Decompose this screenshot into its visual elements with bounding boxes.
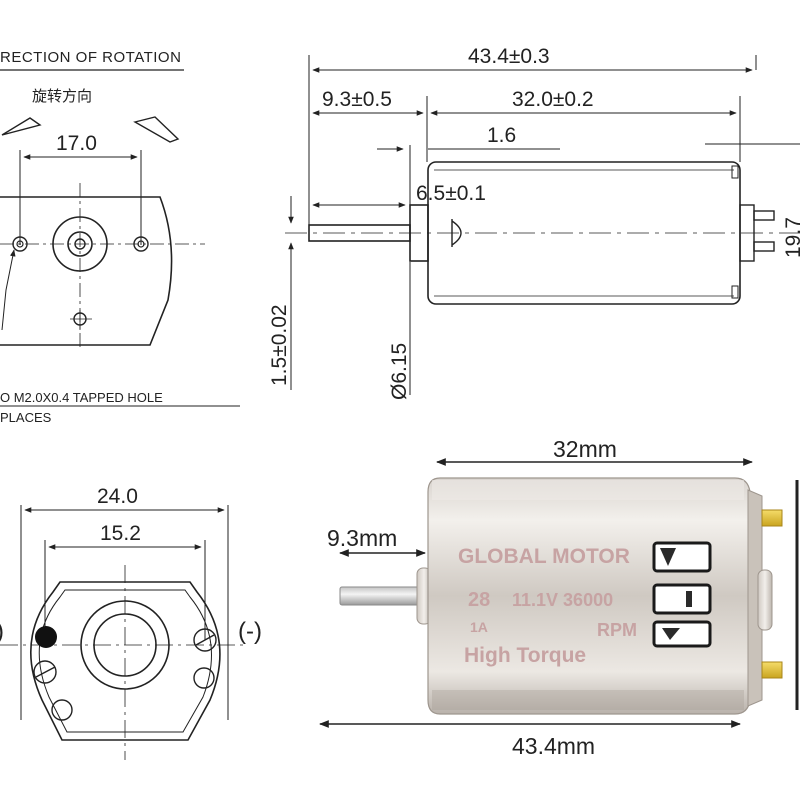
shaft-diameter-dim: 1.5±0.02 (268, 304, 291, 386)
photo-unit-a: 1A (470, 619, 488, 635)
positive-terminal-dot (35, 626, 57, 648)
body-length-dim: 32.0±0.2 (512, 88, 594, 111)
boss-dim: 1.6 (487, 124, 516, 147)
tapped-hole-right (133, 236, 149, 252)
end-view-width-dim: 17.0 (56, 132, 97, 155)
photo-shaft-length: 9.3mm (327, 525, 397, 551)
photo-motor-can (427, 477, 751, 715)
photo-model: 28 (468, 589, 490, 611)
rotation-label: RECTION OF ROTATION (0, 49, 181, 66)
photo-terminal-bottom (761, 661, 783, 679)
rotation-label-cn: 旋转方向 (32, 87, 92, 105)
negative-label: (-) (238, 618, 262, 645)
hole-spacing-dim: 15.2 (100, 522, 141, 545)
endcap-outline (0, 196, 173, 346)
positive-label: ) (0, 618, 4, 645)
overall-length-dim: 43.4±0.3 (468, 45, 550, 68)
bearing-boss (52, 216, 108, 272)
rotation-arrow-left-icon (1, 117, 42, 136)
rear-view-drawing: 24.0 15.2 ) (-) (0, 485, 262, 760)
tapped-hole-left (12, 236, 28, 252)
side-view-drawing: 43.4±0.3 9.3±0.5 32.0±0.2 1.6 6.5±0.1 (268, 45, 800, 400)
photo-overall-length: 43.4mm (512, 733, 595, 759)
photo-terminal-top (761, 509, 783, 527)
rotation-arrow-right-icon (133, 116, 180, 143)
motor-photo: 32mm 9.3mm 43.4mm GLOBAL MOTOR 28 11. (319, 436, 799, 759)
shaft-length-dim: 9.3±0.5 (322, 88, 392, 111)
photo-body-length: 32mm (553, 436, 617, 462)
tapped-hole-note: O M2.0X0.4 TAPPED HOLE (0, 390, 163, 405)
rear-cap-outline (30, 581, 221, 741)
boss-diameter-dim: Ø6.15 (388, 343, 411, 400)
rear-bearing-ring (80, 600, 170, 690)
photo-tagline: High Torque (464, 644, 586, 667)
places-note: PLACES (0, 410, 52, 425)
photo-brand: GLOBAL MOTOR (458, 545, 630, 568)
end-view-drawing: RECTION OF ROTATION 旋转方向 17.0 O M2.0X (0, 49, 240, 425)
rear-width-dim: 24.0 (97, 485, 138, 508)
photo-shaft (339, 586, 426, 606)
photo-unit-b: RPM (597, 620, 637, 640)
boss-length-dim: 6.5±0.1 (416, 182, 486, 205)
height-dim: 19.7 (782, 217, 800, 258)
photo-spec: 11.1V 36000 (512, 590, 613, 610)
